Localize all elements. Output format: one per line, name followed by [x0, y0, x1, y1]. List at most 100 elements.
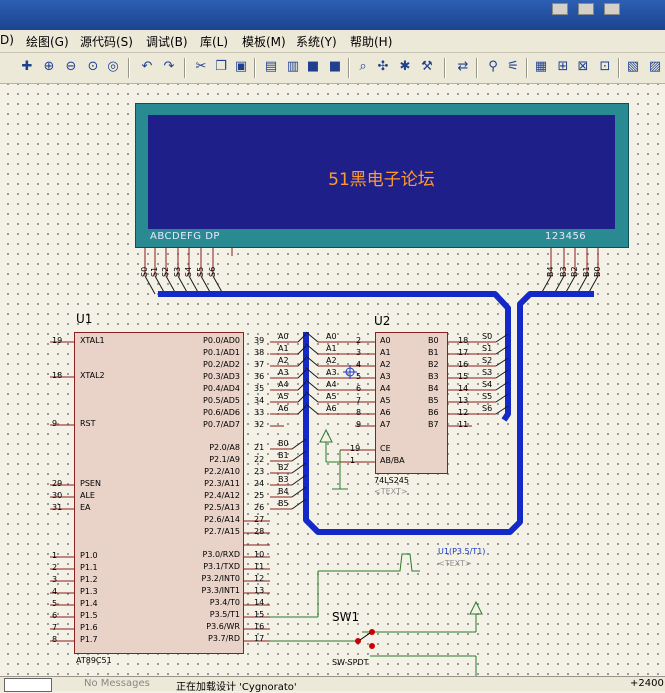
u1-pin-name: P3.7/RD [208, 634, 240, 643]
u1-pin-name: P2.0/A8 [209, 443, 240, 452]
net-label: A0 [326, 332, 337, 341]
u1-pin-number: 39 [254, 336, 265, 345]
lcd-pin-label: S5 [196, 266, 205, 277]
net-label: S6 [482, 404, 493, 413]
menu-item-library[interactable]: 库(L) [200, 35, 229, 49]
u1-pin-name: P3.4/T0 [209, 598, 240, 607]
status-text: 正在加载设计 'Cygnorato' [176, 682, 297, 693]
u1-pin-number: 15 [254, 610, 265, 619]
switch-part-name: SW-SPDT [332, 658, 369, 667]
report-icon[interactable]: ▧ [626, 59, 640, 74]
menu-item-design[interactable]: D) [0, 33, 14, 47]
u1-pin-name: P0.3/AD3 [203, 372, 240, 381]
paste-icon[interactable]: ▣ [234, 59, 248, 74]
bill-of-materials-icon[interactable]: ▦ [534, 59, 548, 74]
net-label: A2 [278, 356, 289, 365]
u2-pin-number: 8 [356, 408, 362, 417]
schematic-wires [50, 246, 599, 676]
u1-pin-number: 37 [254, 360, 265, 369]
net-label: A6 [278, 404, 289, 413]
u1-pin-number: 9 [52, 419, 58, 428]
u2-pin-number: 17 [458, 348, 469, 357]
u2-pin-number: 15 [458, 372, 469, 381]
u1-pin-number: 5 [52, 599, 58, 608]
binoculars-icon[interactable]: ⚲ [488, 59, 498, 74]
menu-item-debug[interactable]: 调试(B) [146, 35, 188, 49]
menu-item-system[interactable]: 系统(Y) [296, 35, 337, 49]
add-sheet-icon[interactable]: ⊞ [557, 59, 569, 74]
lcd-pin-label: S4 [184, 266, 193, 277]
u1-pin-number: 11 [254, 562, 265, 571]
pan-icon[interactable]: ✚ [21, 59, 33, 74]
toolbar-separator [128, 58, 130, 78]
block-rotate-icon[interactable]: ■ [306, 59, 320, 74]
net-label: A5 [326, 392, 337, 401]
component-icon[interactable]: ✱ [399, 59, 411, 74]
u1-pin-number: 22 [254, 455, 265, 464]
u1-pin-number: 4 [52, 587, 58, 596]
net-label: A2 [326, 356, 337, 365]
property-tool-icon[interactable]: ⚟ [507, 59, 519, 74]
tool-icon[interactable]: ⚒ [421, 59, 433, 74]
u1-pin-number: 18 [52, 371, 63, 380]
net-label: A1 [278, 344, 289, 353]
u1-pin-name: P0.2/AD2 [203, 360, 240, 369]
menu-item-help[interactable]: 帮助(H) [350, 35, 393, 49]
minimize-button[interactable] [604, 3, 620, 15]
u1-pin-name: XTAL2 [80, 371, 105, 380]
u2-pin-number: 4 [356, 360, 362, 369]
export-icon[interactable]: ⊡ [599, 59, 611, 74]
lcd-display[interactable]: 51黑电子论坛 ABCDEFG DP 123456 [135, 103, 629, 248]
netlist-icon[interactable]: ⇄ [457, 59, 469, 74]
copy-icon[interactable]: ❐ [215, 59, 227, 74]
menu-item-source[interactable]: 源代码(S) [80, 35, 133, 49]
u2-pin-name: B2 [428, 360, 439, 369]
block-copy-icon[interactable]: ▤ [264, 59, 278, 74]
u1-pin-name: P0.5/AD5 [203, 396, 240, 405]
u1-pin-name: P0.1/AD1 [203, 348, 240, 357]
menu-item-template[interactable]: 模板(M) [242, 35, 286, 49]
delete-sheet-icon[interactable]: ⊠ [577, 59, 589, 74]
u1-part-name: AT89C51 [76, 656, 112, 665]
zoom-out-icon[interactable]: ⊖ [65, 59, 77, 74]
u1-pin-name: P3.5/T1 [209, 610, 240, 619]
redo-icon[interactable]: ↷ [163, 59, 175, 74]
maximize-button[interactable] [552, 3, 568, 15]
status-bar: No Messages 正在加载设计 'Cygnorato' +2400 [0, 676, 665, 693]
u1-pin-number: 13 [254, 586, 265, 595]
u1-pin-number: 19 [52, 336, 63, 345]
block-move-icon[interactable]: ▥ [286, 59, 300, 74]
schematic-canvas[interactable]: 51黑电子论坛 ABCDEFG DP 123456 S0 S1 S2 S3 S4… [0, 84, 665, 676]
lcd-pin-label: S0 [140, 266, 149, 277]
net-label: A6 [326, 404, 337, 413]
lcd-pin-label: B2 [570, 266, 579, 277]
toolbar-separator [526, 58, 528, 78]
close-button[interactable] [578, 3, 594, 15]
u2-pin-number: 3 [356, 348, 362, 357]
zoom-in-icon[interactable]: ⊕ [43, 59, 55, 74]
search-icon[interactable]: ⌕ [359, 59, 367, 74]
pcb-layout-icon[interactable]: ▨ [648, 59, 662, 74]
u1-pin-number: 6 [52, 611, 58, 620]
toolbar-separator [254, 58, 256, 78]
menu-item-graph[interactable]: 绘图(G) [26, 35, 69, 49]
u2-pin-number: 18 [458, 336, 469, 345]
undo-icon[interactable]: ↶ [141, 59, 153, 74]
u2-pin-name: B5 [428, 396, 439, 405]
block-delete-icon[interactable]: ■ [328, 59, 342, 74]
u2-pin-name: B0 [428, 336, 439, 345]
net-label: A5 [278, 392, 289, 401]
u1-pin-name: XTAL1 [80, 336, 105, 345]
zoom-area-icon[interactable]: ◎ [107, 59, 119, 74]
u2-74ls245-chip[interactable] [375, 332, 448, 474]
toolbar-separator [444, 58, 446, 78]
lcd-pin-label: B3 [559, 266, 568, 277]
u1-pin-name: P1.2 [80, 575, 98, 584]
u1-at89c51-chip[interactable] [74, 332, 244, 654]
wire-icon[interactable]: ✣ [377, 59, 389, 74]
net-label: B1 [278, 451, 289, 460]
u1-pin-number: 21 [254, 443, 265, 452]
zoom-all-icon[interactable]: ⊙ [87, 59, 99, 74]
cut-icon[interactable]: ✂ [195, 59, 207, 74]
probe-label[interactable]: U1(P3.5/T1) [438, 547, 486, 556]
